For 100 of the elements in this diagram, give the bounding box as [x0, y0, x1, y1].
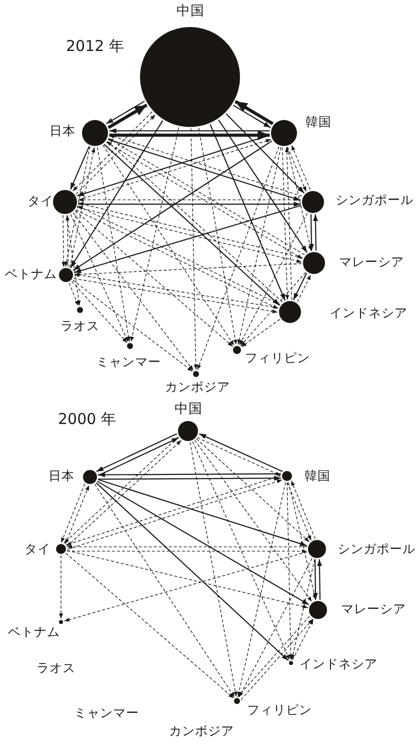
country-label: マレーシア	[338, 256, 404, 268]
arrow	[94, 484, 235, 698]
arrow	[97, 480, 310, 606]
arrow	[66, 550, 308, 608]
country-label: 日本	[48, 470, 74, 482]
arrow	[70, 214, 128, 342]
year-heading: 2000 年	[58, 412, 116, 427]
arrow	[288, 482, 316, 600]
arrow	[72, 140, 272, 271]
arrow	[98, 479, 308, 546]
year-heading: 2012 年	[66, 39, 124, 54]
arrow	[210, 124, 286, 301]
arrow	[286, 482, 293, 660]
country-label: タイ	[24, 542, 50, 556]
country-label: ベトナム	[5, 268, 57, 280]
arrow	[66, 552, 234, 698]
country-label: 韓国	[304, 470, 330, 482]
arrow	[70, 120, 164, 268]
arrow	[78, 198, 302, 202]
country-label: ラオス	[36, 662, 76, 674]
arrow	[292, 272, 308, 300]
country-label: インドネシア	[300, 658, 378, 670]
country-label: ベトナム	[8, 626, 60, 638]
arrow	[106, 100, 145, 124]
arrow	[73, 278, 278, 314]
country-label: フィリピン	[246, 704, 312, 716]
country-label: カンボジア	[168, 724, 234, 738]
arrow	[98, 472, 281, 478]
arrow	[102, 144, 234, 346]
arrow	[284, 146, 292, 300]
arrow	[64, 552, 308, 622]
country-label: ミャンマー	[74, 706, 139, 720]
arrow	[69, 147, 96, 268]
arrow	[218, 120, 308, 253]
arrow	[130, 126, 180, 342]
arrow	[238, 558, 312, 698]
arrow	[109, 130, 270, 140]
arrow	[71, 280, 128, 344]
arrow	[62, 214, 66, 268]
country-label: シンガポール	[336, 194, 414, 206]
arrow	[60, 483, 86, 543]
arrow	[108, 104, 148, 129]
arrow	[286, 146, 312, 252]
arrow	[98, 476, 281, 481]
arrow	[237, 146, 282, 345]
country-label: フィリピン	[244, 352, 310, 364]
country-label: シンガポール	[338, 542, 416, 556]
arrow	[109, 128, 270, 134]
arrow	[72, 212, 194, 371]
arrow	[198, 127, 238, 345]
country-label: 中国	[174, 403, 202, 417]
arrow	[190, 442, 238, 697]
arrow	[239, 212, 308, 346]
country-label: インドネシア	[330, 306, 408, 320]
arrow	[59, 555, 63, 619]
country-label: ラオス	[60, 320, 100, 332]
arrow	[241, 318, 280, 348]
country-label: 中国	[176, 5, 204, 19]
country-label: 日本	[50, 124, 76, 138]
arrow	[72, 280, 193, 372]
arrow	[70, 146, 90, 190]
country-label: カンボジア	[164, 380, 230, 394]
arrow	[68, 282, 79, 306]
arrow	[291, 144, 311, 190]
arrow	[74, 273, 279, 308]
arrow	[66, 549, 308, 554]
arrow	[287, 146, 307, 192]
arrow	[64, 485, 90, 545]
arrow	[196, 438, 310, 542]
arrow	[64, 146, 90, 267]
arrow	[74, 210, 234, 347]
arrow	[313, 214, 318, 251]
arrow	[290, 480, 316, 540]
arrow	[232, 104, 271, 128]
arrow	[240, 272, 306, 346]
arrow	[282, 147, 290, 300]
country-label: マレーシア	[340, 602, 406, 616]
arrow	[96, 482, 289, 661]
arrow	[74, 263, 302, 276]
arrow	[297, 274, 311, 302]
country-label: ミャンマー	[96, 356, 161, 368]
arrow	[192, 441, 290, 660]
arrow	[292, 619, 314, 660]
arrow	[308, 214, 314, 251]
arrow	[197, 146, 280, 370]
arrow	[66, 215, 81, 306]
arrow	[234, 100, 274, 126]
arrow	[66, 544, 308, 549]
arrow	[74, 204, 302, 274]
country-label: タイ	[28, 194, 54, 208]
arrow	[313, 559, 318, 600]
arrow	[65, 214, 70, 268]
arrow	[97, 146, 130, 342]
arrow	[286, 482, 312, 541]
arrow	[226, 113, 305, 194]
arrow	[78, 202, 301, 207]
arrow	[190, 128, 198, 370]
country-label: 韓国	[306, 116, 332, 128]
arrow	[194, 440, 312, 602]
arrow	[237, 482, 286, 697]
